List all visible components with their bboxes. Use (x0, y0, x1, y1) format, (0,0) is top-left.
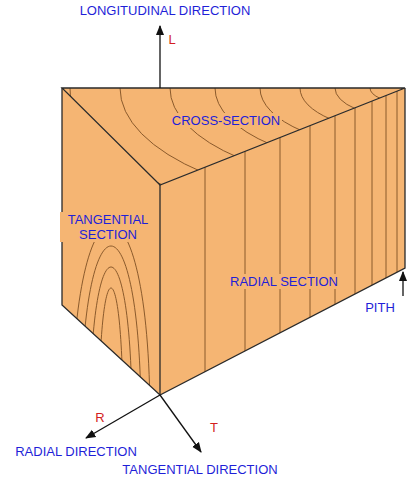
cross-section-face (62, 88, 405, 185)
longitudinal-arrow (159, 26, 160, 88)
grain-line (355, 0, 356, 482)
direction-label: TANGENTIAL DIRECTION (120, 462, 279, 477)
grain-line (397, 0, 398, 482)
direction-label: RADIAL DIRECTION (13, 444, 139, 459)
radial-arrow (86, 395, 160, 438)
cathedral-grain (90, 267, 132, 420)
growth-rings (70, 0, 411, 229)
axis-letter: L (166, 32, 177, 47)
grain-line (245, 0, 246, 482)
front-edge (159, 185, 160, 395)
cathedral-grain (99, 288, 123, 420)
grain-line (386, 0, 387, 482)
grain-line (310, 0, 311, 482)
growth-ring (120, 0, 411, 208)
tangential-arrow (160, 395, 201, 452)
growth-ring (70, 0, 411, 229)
grain-line (372, 0, 373, 482)
growth-ring (170, 0, 411, 187)
face-label: RADIAL SECTION (228, 274, 340, 289)
top-edge (62, 88, 405, 185)
axis-letter: R (93, 410, 106, 425)
face-label: TANGENTIAL SECTION (60, 212, 156, 242)
pith-label: PITH (363, 300, 397, 315)
cathedral-grain (72, 225, 150, 420)
face-label: CROSS-SECTION (170, 113, 282, 128)
direction-label: LONGITUDINAL DIRECTION (78, 3, 253, 18)
grain-line (335, 0, 336, 482)
axis-letter: T (208, 420, 220, 435)
radial-grain (205, 0, 397, 482)
grain-line (280, 0, 281, 482)
tangential-grain (72, 225, 150, 420)
pith-arrow (402, 272, 403, 296)
grain-line (205, 0, 206, 482)
cathedral-grain (81, 246, 141, 420)
